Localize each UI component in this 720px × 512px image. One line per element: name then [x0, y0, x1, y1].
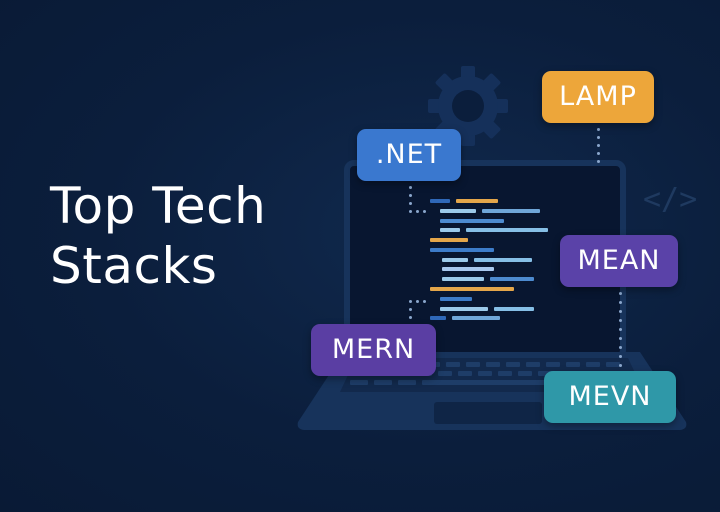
title-line-1: Top Tech: [50, 177, 267, 235]
badge-mean: MEAN: [560, 235, 678, 287]
badge-mern: MERN: [311, 324, 436, 376]
badge-mevn: MEVN: [544, 371, 676, 423]
page-title: Top Tech Stacks: [50, 176, 266, 296]
title-line-2: Stacks: [50, 237, 218, 295]
code-brackets-icon: </>: [643, 182, 698, 217]
badge-net: .NET: [357, 129, 461, 181]
gear-icon: [428, 66, 508, 146]
badge-lamp: LAMP: [542, 71, 654, 123]
